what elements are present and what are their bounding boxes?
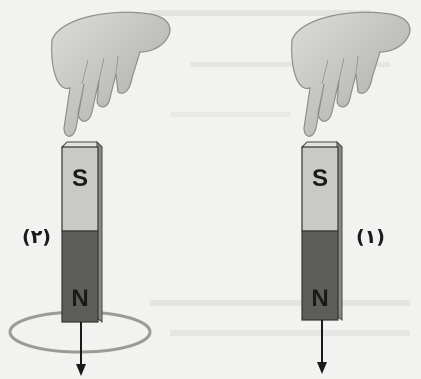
hand-icon (51, 11, 171, 137)
north-pole-label: N (71, 285, 88, 312)
magnet-1-label: (١) (356, 226, 385, 248)
bar-magnet-1: S N (300, 140, 344, 322)
north-pole (301, 230, 339, 321)
south-pole (61, 146, 99, 232)
arrow-down-icon (317, 320, 327, 374)
north-pole-label: N (311, 285, 328, 312)
background-bleed (150, 10, 410, 336)
south-pole-label: S (312, 165, 328, 192)
hand-icon (291, 11, 411, 137)
south-pole-label: S (72, 165, 88, 192)
bar-magnet-2: S N (60, 140, 104, 324)
arrow-down-icon (76, 322, 86, 376)
magnet-2-label: (٢) (22, 226, 51, 248)
